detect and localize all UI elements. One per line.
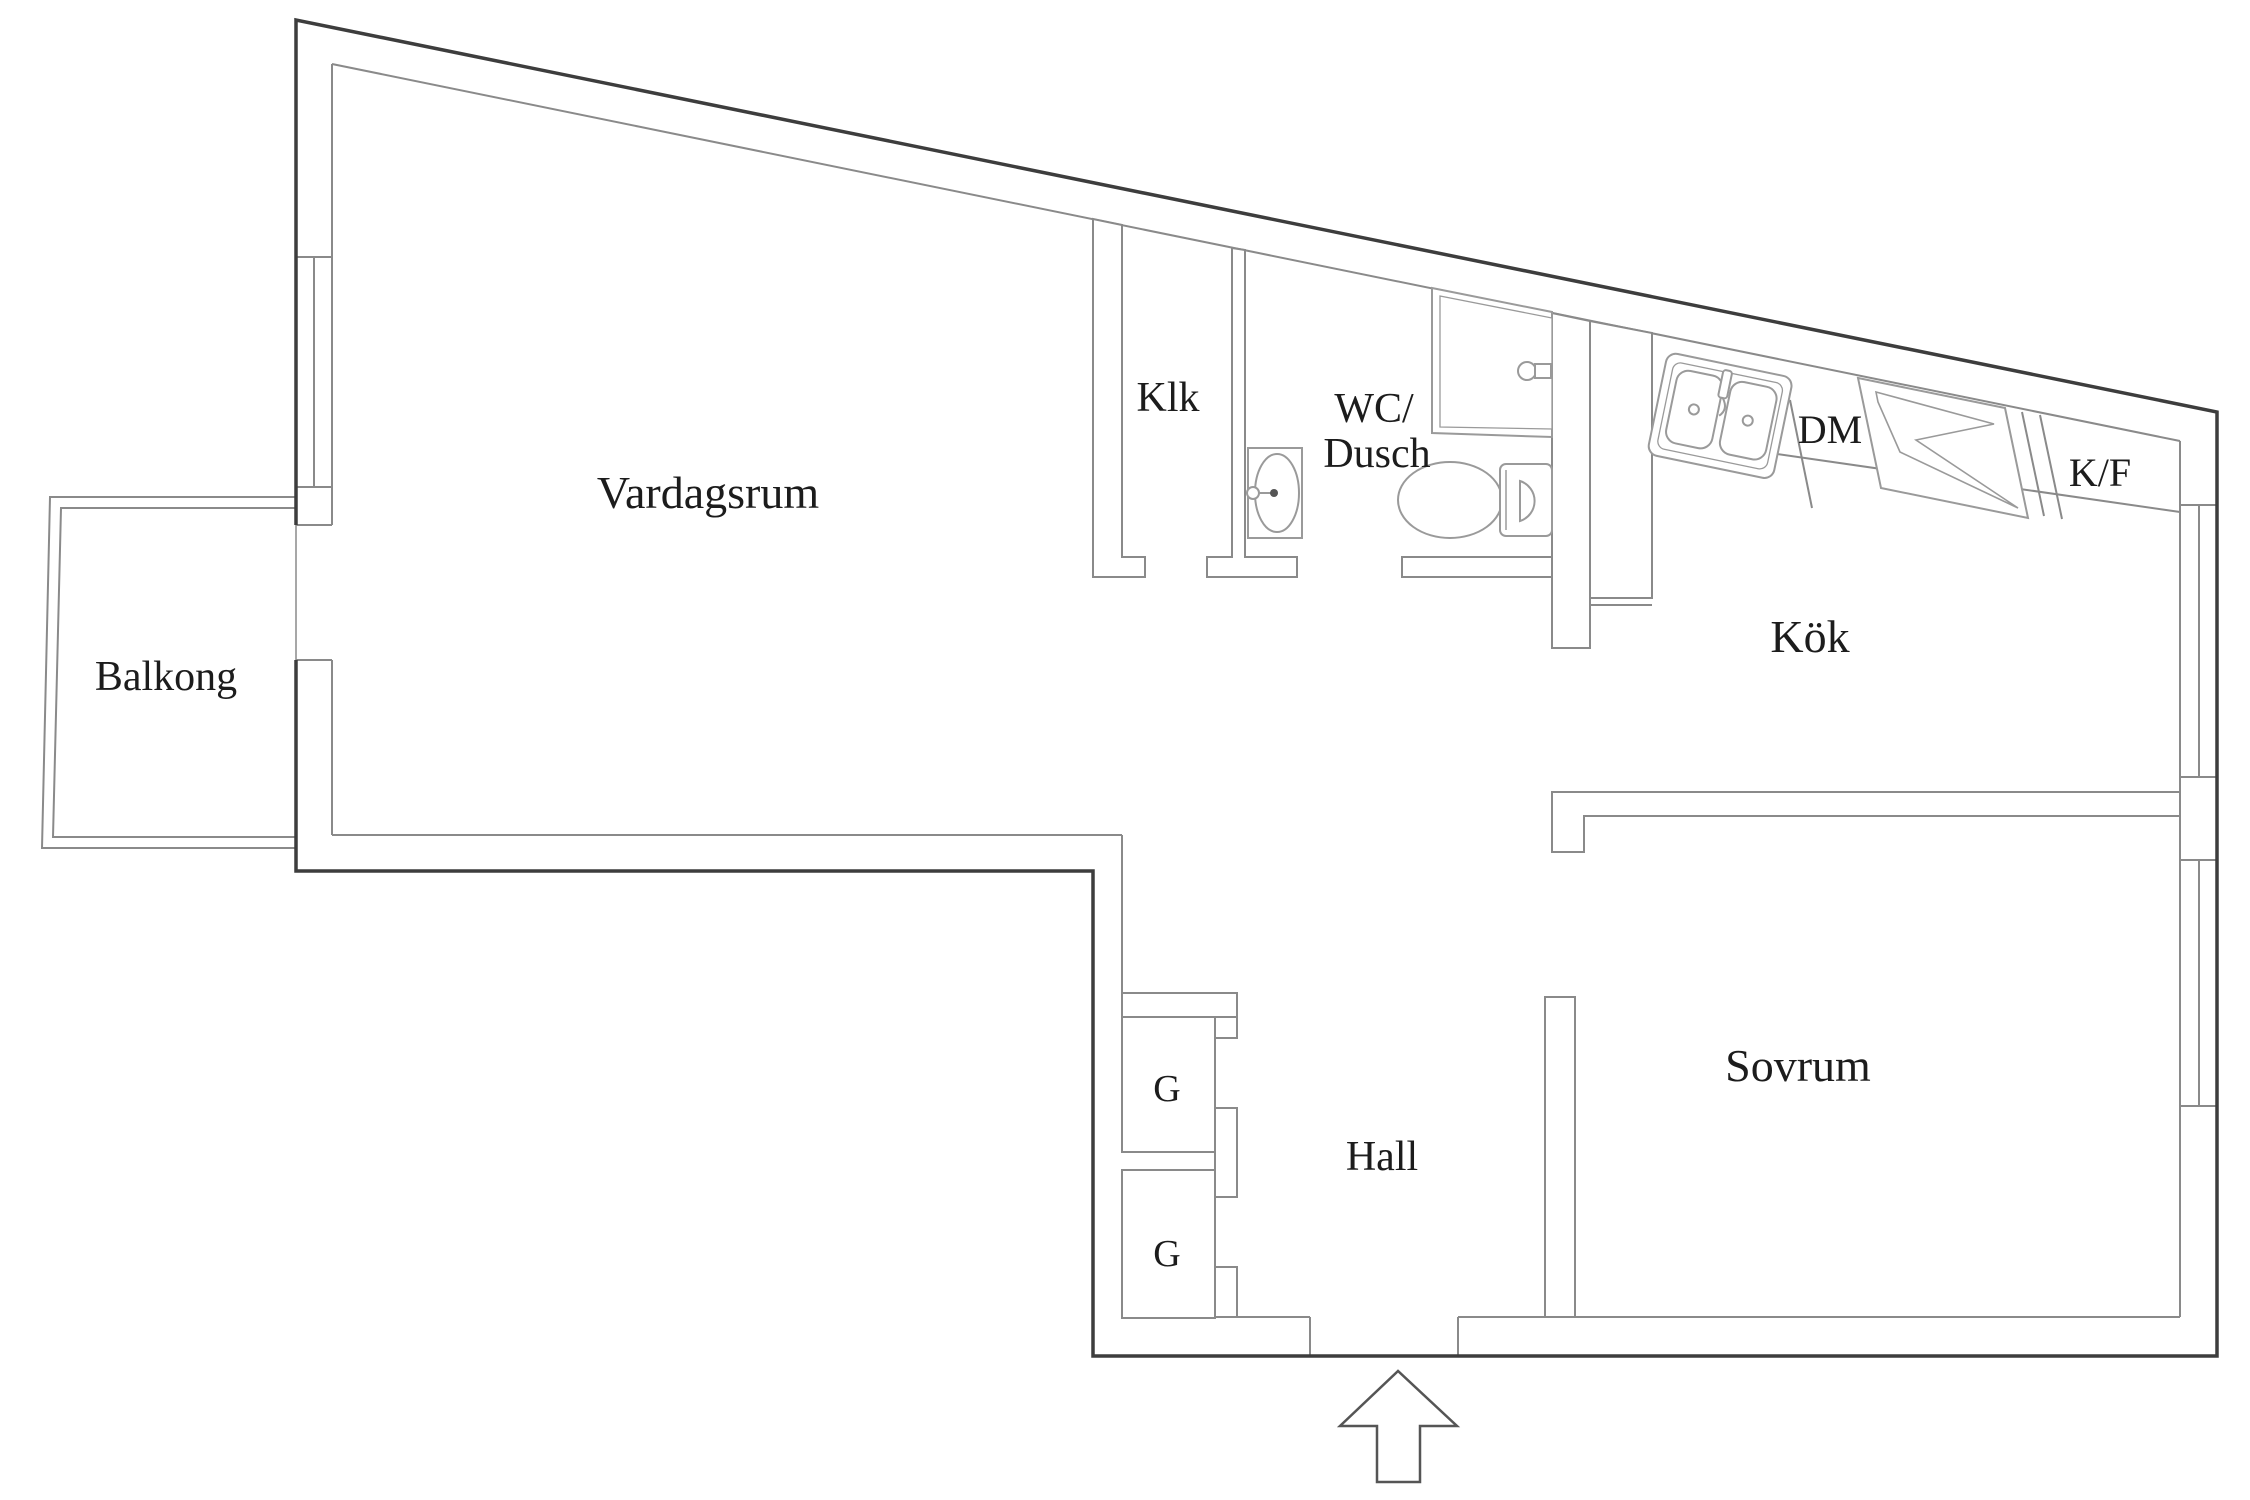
label-wardrobe-bottom: G [1153,1233,1180,1275]
entrance-arrow-icon [1336,1369,1461,1484]
label-hall: Hall [1346,1134,1418,1180]
label-fridge-freezer: K/F [2069,450,2131,495]
fixtures [1246,286,2030,1484]
wall-klk-wc [1206,246,1298,578]
label-kitchen: Kök [1770,611,1849,662]
closet-top-wall [1121,992,1238,1018]
label-wc-line2: Dusch [1323,431,1430,477]
closet-divider-post [1214,1107,1238,1198]
label-wc-line1: WC/ [1334,386,1414,432]
label-wardrobe-top: G [1153,1068,1180,1110]
interior-walls [40,63,2217,1356]
wardrobe-top-box [1121,1016,1216,1153]
exterior-outline [294,17,2219,1358]
label-balcony: Balkong [95,654,237,700]
closet-bottom-stub [1214,1266,1238,1318]
label-dishwasher: DM [1798,407,1862,452]
kitchen-sink-icon [1647,352,1793,479]
kitchen-counter-left [1589,319,1653,599]
toilet-icon [1397,461,1553,539]
top-wall-inner-line [331,63,2181,442]
balcony-railing [40,496,296,849]
shower-mixer-icon [1517,361,1552,381]
room-labels: Vardagsrum Balkong Klk WC/ Dusch DM K/F … [95,375,2131,1275]
stove-icon [1856,376,2030,520]
wardrobe-bottom-box [1121,1169,1216,1319]
label-closet: Klk [1137,375,1200,421]
wall-wc-kitchen [1551,311,1591,649]
label-living-room: Vardagsrum [597,467,819,518]
shower-icon [1431,286,1553,439]
counter-divider-1 [1789,399,1813,509]
wall-livingroom-klk [1092,217,1146,578]
closet-wall-return [1214,1016,1238,1039]
wall-hall-bedroom [1544,996,1576,1318]
counter-divider-2 [2021,411,2045,517]
label-bedroom: Sovrum [1725,1040,1871,1091]
wall-kitchen-bedroom [1551,791,2181,853]
wc-sink-icon [1246,447,1303,539]
counter-divider-3 [2039,414,2063,520]
